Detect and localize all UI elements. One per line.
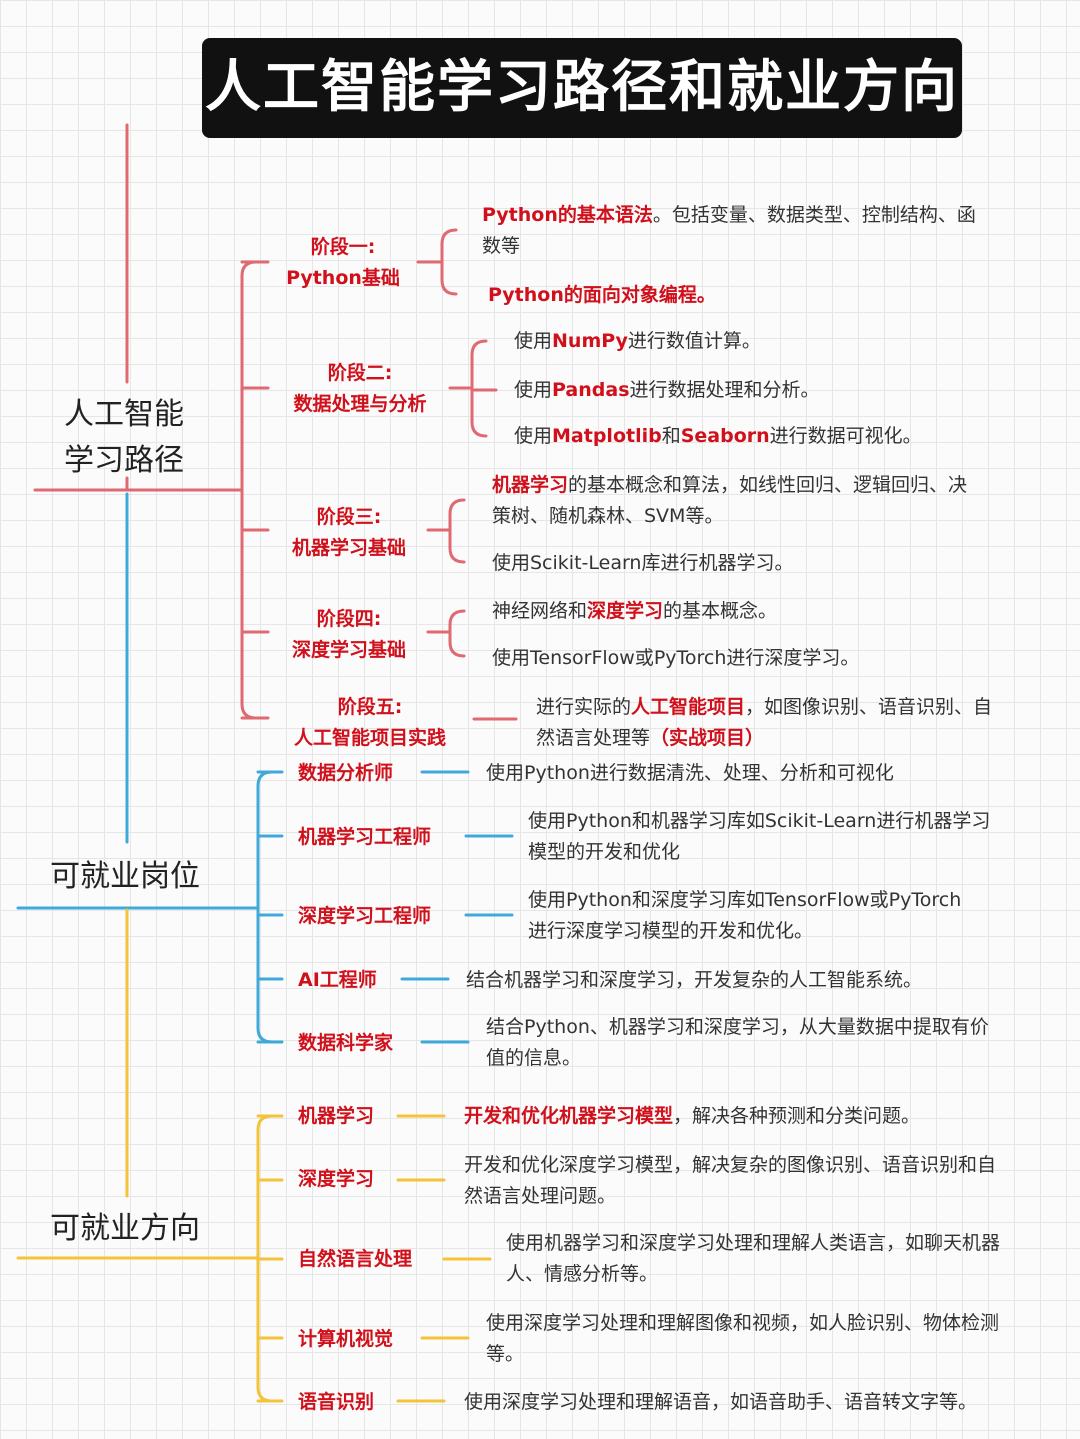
plain-text: 神经网络和 <box>492 600 588 622</box>
job-name-1: 数据分析师 <box>298 762 394 784</box>
stage-1-title: Python基础 <box>286 267 400 289</box>
plain-text: 使用机器学习和深度学习处理和理解人类语言，如聊天机器人、情感分析等。 <box>506 1232 1001 1285</box>
stage-1-label: 阶段一: <box>310 236 376 258</box>
plain-text: 使用 <box>514 425 553 447</box>
highlight-text: Seaborn <box>680 425 770 447</box>
plain-text: 开发和优化深度学习模型，解决复杂的图像识别、语音识别和自然语言处理问题。 <box>464 1154 997 1207</box>
direction-name-2: 深度学习 <box>298 1168 375 1190</box>
highlight-text: 开发和优化机器学习模型 <box>464 1105 674 1127</box>
direction-name-3: 自然语言处理 <box>298 1248 413 1270</box>
highlight-text: （实战项目） <box>650 727 765 749</box>
stage-5-item-1: 进行实际的人工智能项目，如图像识别、语音识别、自然语言处理等（实战项目） <box>536 692 1006 754</box>
highlight-text: NumPy <box>552 330 628 352</box>
stage-1-item-2: Python的面向对象编程。 <box>488 280 968 311</box>
stage-4-item-2: 使用TensorFlow或PyTorch进行深度学习。 <box>492 643 982 674</box>
plain-text: 的基本概念。 <box>663 600 778 622</box>
stage-5-label: 阶段五: <box>337 696 403 718</box>
stage-node-2: 阶段二: 数据处理与分析 <box>284 358 436 420</box>
plain-text: 进行数值计算。 <box>627 330 761 352</box>
job-name-4: AI工程师 <box>298 969 377 991</box>
job-desc-2: 使用Python和机器学习库如Scikit-Learn进行机器学习模型的开发和优… <box>528 810 991 863</box>
job-name-2: 机器学习工程师 <box>298 826 432 848</box>
stage-2-item-3: 使用Matplotlib和Seaborn进行数据可视化。 <box>514 421 994 452</box>
stage-3-subbracket <box>448 498 466 564</box>
stage-2-title: 数据处理与分析 <box>293 393 427 415</box>
highlight-text: Python的面向对象编程。 <box>488 284 716 306</box>
page-title: 人工智能学习路径和就业方向 <box>202 38 962 138</box>
direction-name-5: 语音识别 <box>298 1391 375 1413</box>
direction-desc-4: 使用深度学习处理和理解图像和视频，如人脸识别、物体检测等。 <box>486 1308 1016 1370</box>
stage-3-title: 机器学习基础 <box>291 537 406 559</box>
section-jobs: 可就业岗位 <box>50 859 200 894</box>
plain-text: 进行数据处理和分析。 <box>629 379 820 401</box>
highlight-text: 深度学习 <box>587 600 664 622</box>
plain-text: 。包括变量、数据类型、控制结构、函数等 <box>482 204 976 257</box>
stage-4-title: 深度学习基础 <box>291 639 406 661</box>
section-learning-path-line1: 人工智能 <box>64 397 184 432</box>
direction-desc-2: 开发和优化深度学习模型，解决复杂的图像识别、语音识别和自然语言处理问题。 <box>464 1150 1014 1212</box>
stage-1-subbracket <box>440 228 458 296</box>
job-name-5: 数据科学家 <box>298 1032 394 1054</box>
stage-3-label: 阶段三: <box>316 506 382 528</box>
stage-1-item-1: Python的基本语法。包括变量、数据类型、控制结构、函数等 <box>482 200 982 262</box>
job-name-3: 深度学习工程师 <box>298 905 432 927</box>
highlight-text: Python的基本语法 <box>482 204 653 226</box>
plain-text: 进行实际的 <box>536 696 632 718</box>
stage-4-subbracket <box>448 609 466 658</box>
stage-node-3: 阶段三: 机器学习基础 <box>284 502 414 564</box>
direction-name-4: 计算机视觉 <box>298 1328 394 1350</box>
plain-text: ，解决各种预测和分类问题。 <box>673 1105 921 1127</box>
plain-text: 使用深度学习处理和理解语音，如语音助手、语音转文字等。 <box>464 1391 978 1413</box>
section-directions: 可就业方向 <box>50 1211 200 1246</box>
stage-4-item-1: 神经网络和深度学习的基本概念。 <box>492 596 982 627</box>
stage-bracket <box>240 260 258 720</box>
stage-2-item-2: 使用Pandas进行数据处理和分析。 <box>514 375 994 406</box>
highlight-text: Pandas <box>552 379 630 401</box>
plain-text: 使用 <box>514 330 553 352</box>
job-desc-3: 使用Python和深度学习库如TensorFlow或PyTorch进行深度学习模… <box>528 889 962 942</box>
job-desc-4: 结合机器学习和深度学习，开发复杂的人工智能系统。 <box>466 969 923 991</box>
job-desc-5: 结合Python、机器学习和深度学习，从大量数据中提取有价值的信息。 <box>486 1016 989 1069</box>
plain-text: 进行数据可视化。 <box>769 425 922 447</box>
plain-text: 和 <box>661 425 681 447</box>
direction-desc-5: 使用深度学习处理和理解语音，如语音助手、语音转文字等。 <box>464 1387 1054 1418</box>
highlight-text: Matplotlib <box>552 425 662 447</box>
jobs-bracket <box>256 770 274 1044</box>
stage-3-item-2: 使用Scikit-Learn库进行机器学习。 <box>492 548 982 579</box>
highlight-text: 机器学习 <box>492 474 569 496</box>
highlight-text: 人工智能项目 <box>631 696 746 718</box>
job-desc-1: 使用Python进行数据清洗、处理、分析和可视化 <box>486 762 894 784</box>
stage-2-label: 阶段二: <box>327 362 393 384</box>
stage-node-4: 阶段四: 深度学习基础 <box>284 604 414 666</box>
stage-node-1: 阶段一: Python基础 <box>284 232 402 294</box>
stage-4-label: 阶段四: <box>316 608 382 630</box>
plain-text: 使用 <box>514 379 553 401</box>
plain-text: 使用TensorFlow或PyTorch进行深度学习。 <box>492 647 860 669</box>
stage-5-title: 人工智能项目实践 <box>293 727 446 749</box>
stage-2-item-1: 使用NumPy进行数值计算。 <box>514 326 994 357</box>
stage-3-item-1: 机器学习的基本概念和算法，如线性回归、逻辑回归、决策树、随机森林、SVM等。 <box>492 470 982 532</box>
section-learning-path: 人工智能 学习路径 <box>64 392 184 484</box>
plain-text: 使用深度学习处理和理解图像和视频，如人脸识别、物体检测等。 <box>486 1312 1000 1365</box>
section-learning-path-line2: 学习路径 <box>64 443 184 478</box>
plain-text: ，如图像识别、语音识别、自然语言处理等 <box>536 696 993 749</box>
plain-text: 使用Scikit-Learn库进行机器学习。 <box>492 552 794 574</box>
direction-desc-1: 开发和优化机器学习模型，解决各种预测和分类问题。 <box>464 1101 1024 1132</box>
plain-text: 的基本概念和算法，如线性回归、逻辑回归、决策树、随机森林、SVM等。 <box>492 474 968 527</box>
stage-node-5: 阶段五: 人工智能项目实践 <box>284 692 456 754</box>
direction-desc-3: 使用机器学习和深度学习处理和理解人类语言，如聊天机器人、情感分析等。 <box>506 1228 1016 1290</box>
direction-name-1: 机器学习 <box>298 1105 375 1127</box>
